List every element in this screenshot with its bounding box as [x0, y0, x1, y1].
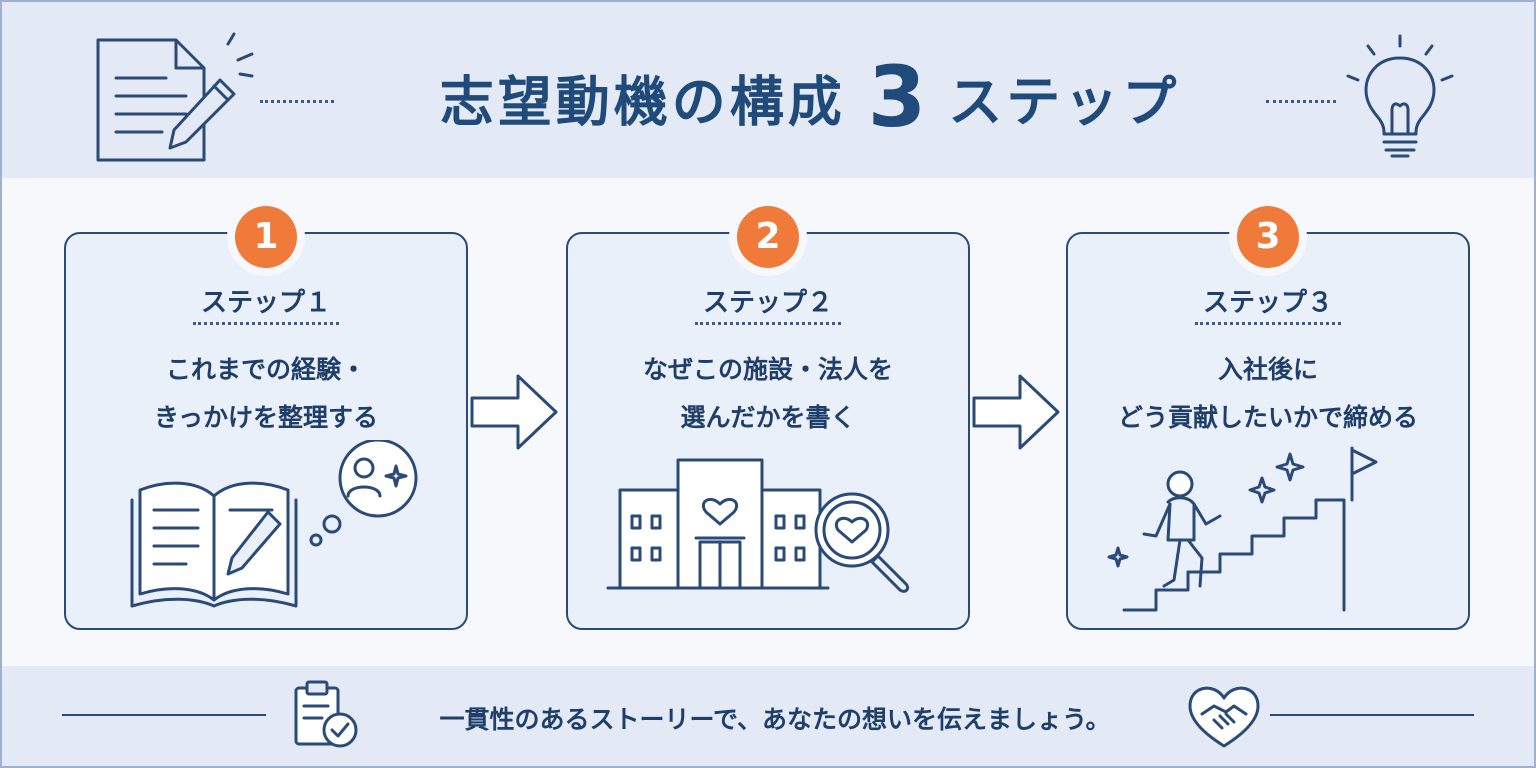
- open-book-pencil-icon: [126, 440, 426, 615]
- step-badge-1: 1: [235, 206, 297, 268]
- step-card-3: [1066, 232, 1470, 630]
- step-label-1: ステップ１: [200, 288, 331, 318]
- step-text-3: 入社後に どう貢献したいかで締める: [1066, 346, 1470, 442]
- title-tail: ステップ: [948, 70, 1181, 134]
- header-dots-right: [1266, 100, 1336, 103]
- step-text-2-line-2: 選んだかを書く: [680, 403, 856, 432]
- title-number: 3: [867, 48, 927, 146]
- arrow-right-icon: [972, 372, 1062, 452]
- step-label-3: ステップ３: [1202, 288, 1333, 318]
- footer-band: [2, 666, 1534, 766]
- person-climbing-stairs-flag-icon: [1104, 440, 1404, 615]
- document-pencil-icon: [92, 30, 262, 170]
- step-text-2-line-1: なぜこの施設・法人を: [642, 355, 893, 384]
- page-title: 志望動機の構成 3 ステップ: [340, 48, 1280, 158]
- footer-message: 一貫性のあるストーリーで、あなたの想いを伝えましょう。: [439, 705, 1111, 734]
- header-band: [2, 2, 1534, 178]
- step-dots-1: [193, 322, 339, 325]
- clipboard-check-icon: [292, 678, 364, 752]
- footer-line-right: [1270, 714, 1474, 716]
- step-text-3-line-2: どう貢献したいかで締める: [1117, 403, 1418, 432]
- title-main: 志望動機の構成: [439, 70, 846, 134]
- building-heart-magnifier-icon: [606, 456, 936, 606]
- arrow-right-icon: [470, 372, 560, 452]
- step-text-2: なぜこの施設・法人を 選んだかを書く: [566, 346, 970, 442]
- step-text-1: これまでの経験・ きっかけを整理する: [64, 346, 468, 442]
- step-dots-3: [1195, 322, 1341, 325]
- heart-handshake-icon: [1186, 680, 1262, 750]
- step-text-1-line-1: これまでの経験・: [165, 355, 366, 384]
- step-text-3-line-1: 入社後に: [1217, 355, 1318, 384]
- step-badge-3: 3: [1237, 206, 1299, 268]
- step-label-2: ステップ２: [702, 288, 833, 318]
- step-text-1-line-2: きっかけを整理する: [153, 403, 378, 432]
- footer-line-left: [62, 714, 266, 716]
- step-dots-2: [695, 322, 841, 325]
- header-dots-left: [260, 100, 334, 103]
- lightbulb-icon: [1340, 30, 1460, 165]
- step-badge-2: 2: [737, 206, 799, 268]
